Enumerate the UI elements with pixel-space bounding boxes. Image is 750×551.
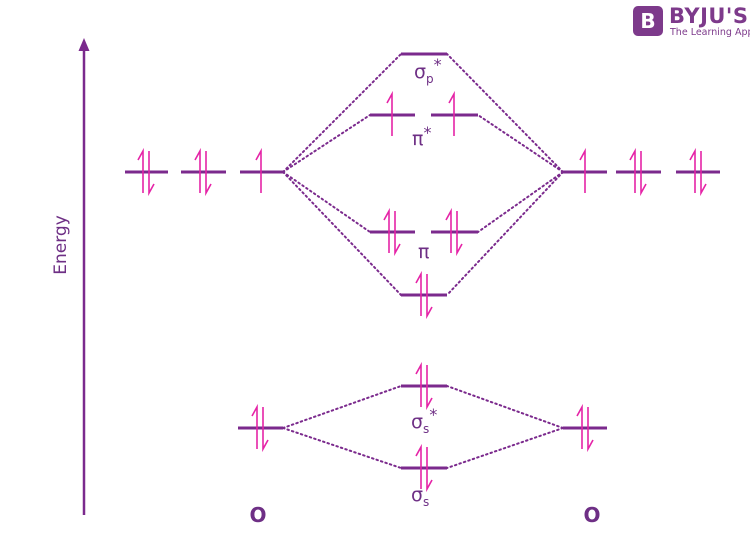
electron-spin-up-arrow [579, 147, 586, 193]
correlation-line [282, 385, 402, 429]
electron-spin-up-arrow [386, 90, 393, 136]
correlation-line [446, 385, 564, 429]
electron-spin-up-arrow [415, 361, 422, 407]
pi-label: π [418, 241, 429, 263]
electron-spin-up-arrow [448, 90, 455, 136]
correlation-line [282, 114, 371, 173]
electron-spin-down-arrow [587, 407, 594, 453]
electron-spin-down-arrow [426, 365, 433, 411]
electron-spin-up-arrow [251, 403, 258, 449]
electron-spin-up-arrow [383, 207, 390, 253]
correlation-line [446, 427, 564, 469]
electron-spin-down-arrow [700, 151, 707, 197]
correlation-lines [282, 53, 564, 469]
correlation-line [282, 171, 371, 233]
electron-spin-down-arrow [426, 447, 433, 493]
electron-spin-up-arrow [415, 270, 422, 316]
correlation-line [282, 427, 402, 469]
correlation-line [446, 171, 564, 296]
electron-spin-up-arrow [255, 147, 262, 193]
electron-spin-down-arrow [148, 151, 155, 197]
logo-tagline: The Learning App [670, 27, 750, 38]
electron-spin-down-arrow [394, 211, 401, 257]
electron-spin-down-arrow [262, 407, 269, 453]
byjus-logo: B BYJU'S The Learning App [633, 4, 750, 40]
correlation-line [282, 171, 402, 296]
logo-brand-name: BYJU'S [669, 4, 749, 28]
electron-spin-up-arrow [629, 147, 636, 193]
electron-arrows [137, 90, 707, 493]
energy-axis-arrowhead [78, 38, 90, 51]
electron-spin-up-arrow [194, 147, 201, 193]
electron-spin-up-arrow [137, 147, 144, 193]
right-atom-label: O [583, 503, 600, 527]
electron-spin-up-arrow [445, 207, 452, 253]
logo-badge-icon: B [633, 6, 663, 36]
electron-spin-up-arrow [689, 147, 696, 193]
correlation-line [477, 114, 564, 173]
electron-spin-down-arrow [426, 274, 433, 320]
energy-axis-label: Energy [51, 215, 71, 275]
electron-spin-down-arrow [456, 211, 463, 257]
electron-spin-down-arrow [640, 151, 647, 197]
correlation-line [477, 171, 564, 233]
sigma-s-star-label: σs* [411, 405, 437, 436]
electron-spin-up-arrow [576, 403, 583, 449]
logo-badge-letter: B [640, 9, 656, 33]
correlation-line [446, 53, 564, 173]
electron-spin-down-arrow [205, 151, 212, 197]
electron-spin-up-arrow [415, 443, 422, 489]
sigma-p-star-label: σp* [414, 55, 442, 86]
sigma-s-label: σs [411, 484, 429, 509]
left-atom-label: O [249, 503, 266, 527]
correlation-line [282, 53, 402, 173]
pi-star-label: π* [412, 123, 431, 150]
